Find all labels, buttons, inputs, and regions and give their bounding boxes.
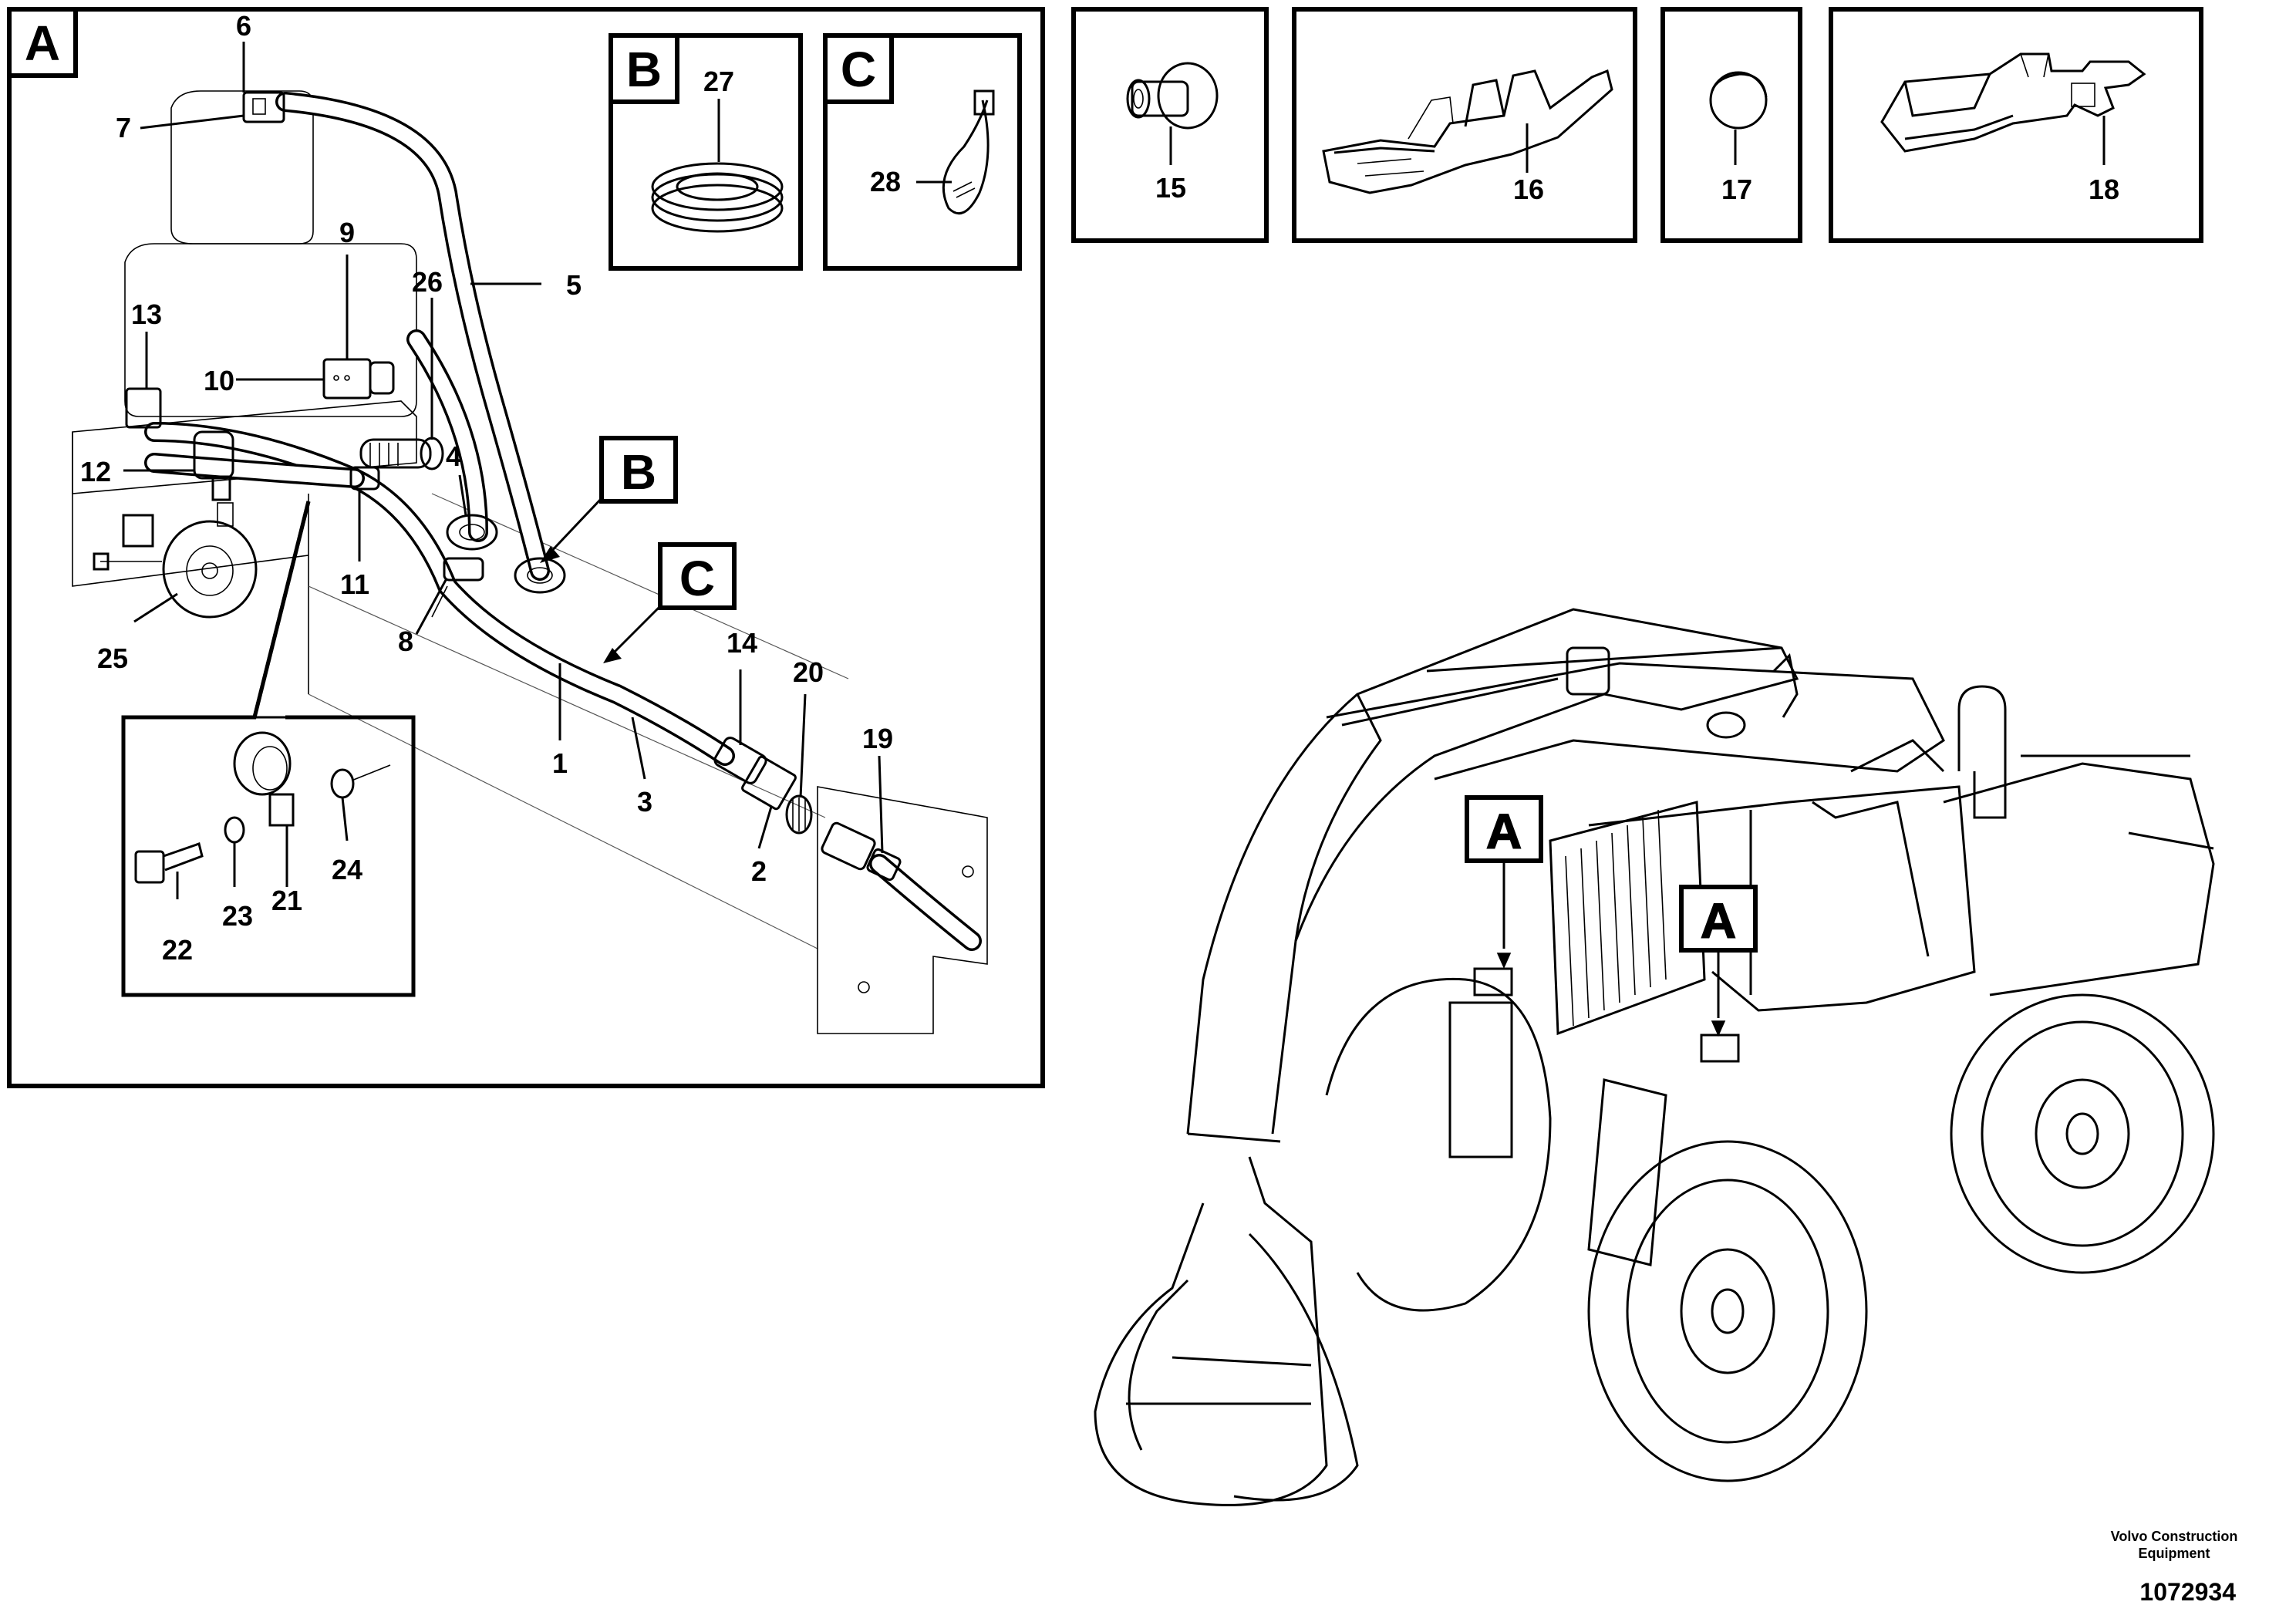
label-9: 9: [339, 217, 355, 248]
part-18-box: 18: [1829, 7, 2203, 243]
label-22: 22: [162, 934, 193, 966]
callout-c-tag: C: [679, 551, 715, 606]
clamp-inset: [121, 501, 416, 997]
label-26: 26: [412, 266, 443, 298]
label-4: 4: [446, 440, 461, 472]
grille: [1549, 801, 1706, 1036]
cab-structure: [72, 90, 988, 1034]
front-wheel: [1587, 1140, 1868, 1482]
connector-13: [125, 387, 162, 429]
document-number: 1072934: [2139, 1578, 2236, 1606]
label-23: 23: [222, 900, 253, 932]
part-16-box: 16: [1292, 7, 1637, 243]
connector-12: [193, 430, 234, 527]
leader-lines: [123, 42, 884, 899]
wire-harness-main: [144, 422, 982, 951]
label-10: 10: [204, 365, 234, 396]
part-15-box: 15: [1071, 7, 1269, 243]
callout-a2-marker: A: [1679, 885, 1758, 1063]
label-2: 2: [751, 855, 767, 887]
label-8: 8: [398, 626, 413, 657]
label-28: 28: [870, 166, 901, 197]
label-18: 18: [2089, 174, 2119, 205]
label-16: 16: [1513, 174, 1544, 205]
grommet-4: [446, 514, 566, 594]
label-24: 24: [332, 854, 362, 885]
terminal-18: [1880, 52, 2146, 153]
seal-20: [785, 794, 813, 835]
label-7: 7: [116, 112, 131, 143]
label-13: 13: [131, 298, 162, 330]
terminal-16: [1322, 69, 1613, 194]
panel-b-tag: B: [626, 42, 662, 97]
horn-25: [93, 514, 258, 619]
panel-a-tag: A: [25, 15, 60, 71]
panel-c-tag: C: [841, 42, 876, 97]
panel-b: B 27: [609, 33, 803, 271]
machine-overview: A A: [1094, 608, 2215, 1506]
connector-6: [242, 91, 285, 123]
label-25: 25: [97, 642, 128, 674]
callout-a2-tag: A: [1701, 893, 1736, 949]
connector-14: [713, 737, 797, 811]
callout-a1-marker: A: [1465, 795, 1543, 996]
cable-tie-28: [942, 89, 995, 215]
label-15: 15: [1155, 172, 1186, 204]
label-19: 19: [862, 723, 893, 754]
connector-19: [821, 821, 902, 882]
company-name: Volvo Construction Equipment: [2110, 1529, 2238, 1561]
label-1: 1: [552, 747, 568, 779]
label-17: 17: [1721, 174, 1752, 205]
callout-b-tag: B: [621, 444, 656, 500]
label-21: 21: [271, 885, 302, 916]
label-6: 6: [236, 10, 251, 42]
callout-c-marker: C: [603, 542, 737, 663]
left-front-wheel: [1325, 977, 1552, 1312]
label-20: 20: [793, 656, 824, 688]
label-5: 5: [566, 269, 582, 301]
part-17-box: 17: [1660, 7, 1802, 243]
cap-17: [1709, 71, 1768, 130]
callout-a1-tag: A: [1486, 804, 1522, 859]
label-12: 12: [80, 456, 111, 487]
grommet-27: [651, 162, 784, 233]
rear-wheel: [1950, 993, 2215, 1274]
panel-c: C 28: [823, 33, 1022, 271]
label-11: 11: [340, 568, 369, 600]
callout-b-marker: B: [540, 436, 678, 563]
plug-15: [1126, 62, 1219, 130]
label-14: 14: [727, 627, 757, 659]
label-3: 3: [637, 786, 652, 818]
junction-8: [349, 466, 484, 582]
label-27: 27: [703, 66, 734, 97]
